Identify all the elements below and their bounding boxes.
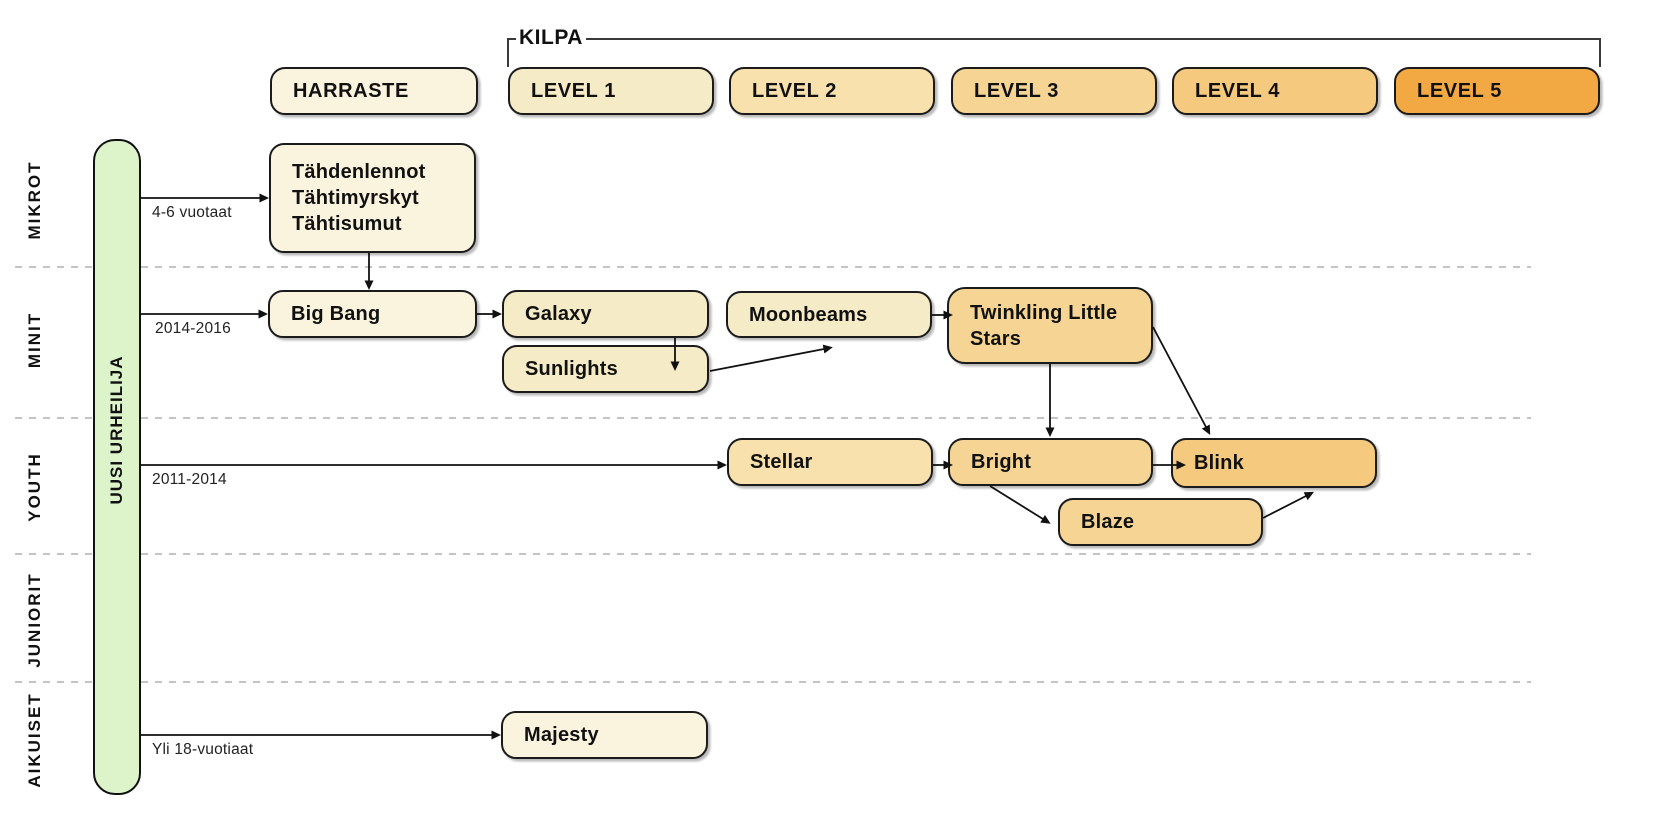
column-header-level-3: LEVEL 3	[951, 67, 1157, 115]
column-header-level-1: LEVEL 1	[508, 67, 714, 115]
age-note-minit: 2014-2016	[155, 320, 231, 337]
team-box-blink: Blink	[1171, 438, 1377, 488]
team-box-stellar: Stellar	[727, 438, 933, 486]
column-header-level-5: LEVEL 5	[1394, 67, 1600, 115]
new-athlete-entry-bar	[93, 139, 141, 795]
row-label-mikrot: MIKROT	[25, 160, 44, 240]
column-header-level-4: LEVEL 4	[1172, 67, 1378, 115]
row-label-aikuiset: AIKUISET	[25, 692, 44, 788]
team-box-bright: Bright	[948, 438, 1153, 486]
team-name-tahtimyrskyt: Tähtimyrskyt	[292, 187, 419, 209]
row-label-juniorit: JUNIORIT	[25, 572, 44, 668]
kilpa-bracket-label: KILPA	[519, 26, 583, 49]
team-name-tahtisumut: Tähtisumut	[292, 213, 402, 235]
column-header-level-2: LEVEL 2	[729, 67, 935, 115]
team-name-tahdenlennot: Tähdenlennot	[292, 161, 426, 183]
entry-bar-label: UUSI URHEILIJA	[107, 355, 126, 505]
row-label-youth: YOUTH	[25, 452, 44, 522]
age-note-mikrot: 4-6 vuotaat	[152, 204, 232, 221]
team-box-sunlights: Sunlights	[502, 345, 709, 393]
team-box-twinkling-little-stars: Twinkling Little Stars	[947, 287, 1153, 364]
team-box-majesty: Majesty	[501, 711, 708, 759]
team-box-big-bang: Big Bang	[268, 290, 477, 338]
column-header-harraste: HARRASTE	[270, 67, 478, 115]
team-box-mikrot-teams: Tähdenlennot Tähtimyrskyt Tähtisumut	[269, 143, 476, 253]
age-note-aikuiset: Yli 18-vuotiaat	[152, 741, 254, 758]
age-note-youth: 2011-2014	[152, 471, 227, 488]
team-box-galaxy: Galaxy	[502, 290, 709, 338]
team-box-blaze: Blaze	[1058, 498, 1263, 546]
team-box-moonbeams: Moonbeams	[726, 291, 932, 338]
row-label-minit: MINIT	[25, 311, 44, 369]
